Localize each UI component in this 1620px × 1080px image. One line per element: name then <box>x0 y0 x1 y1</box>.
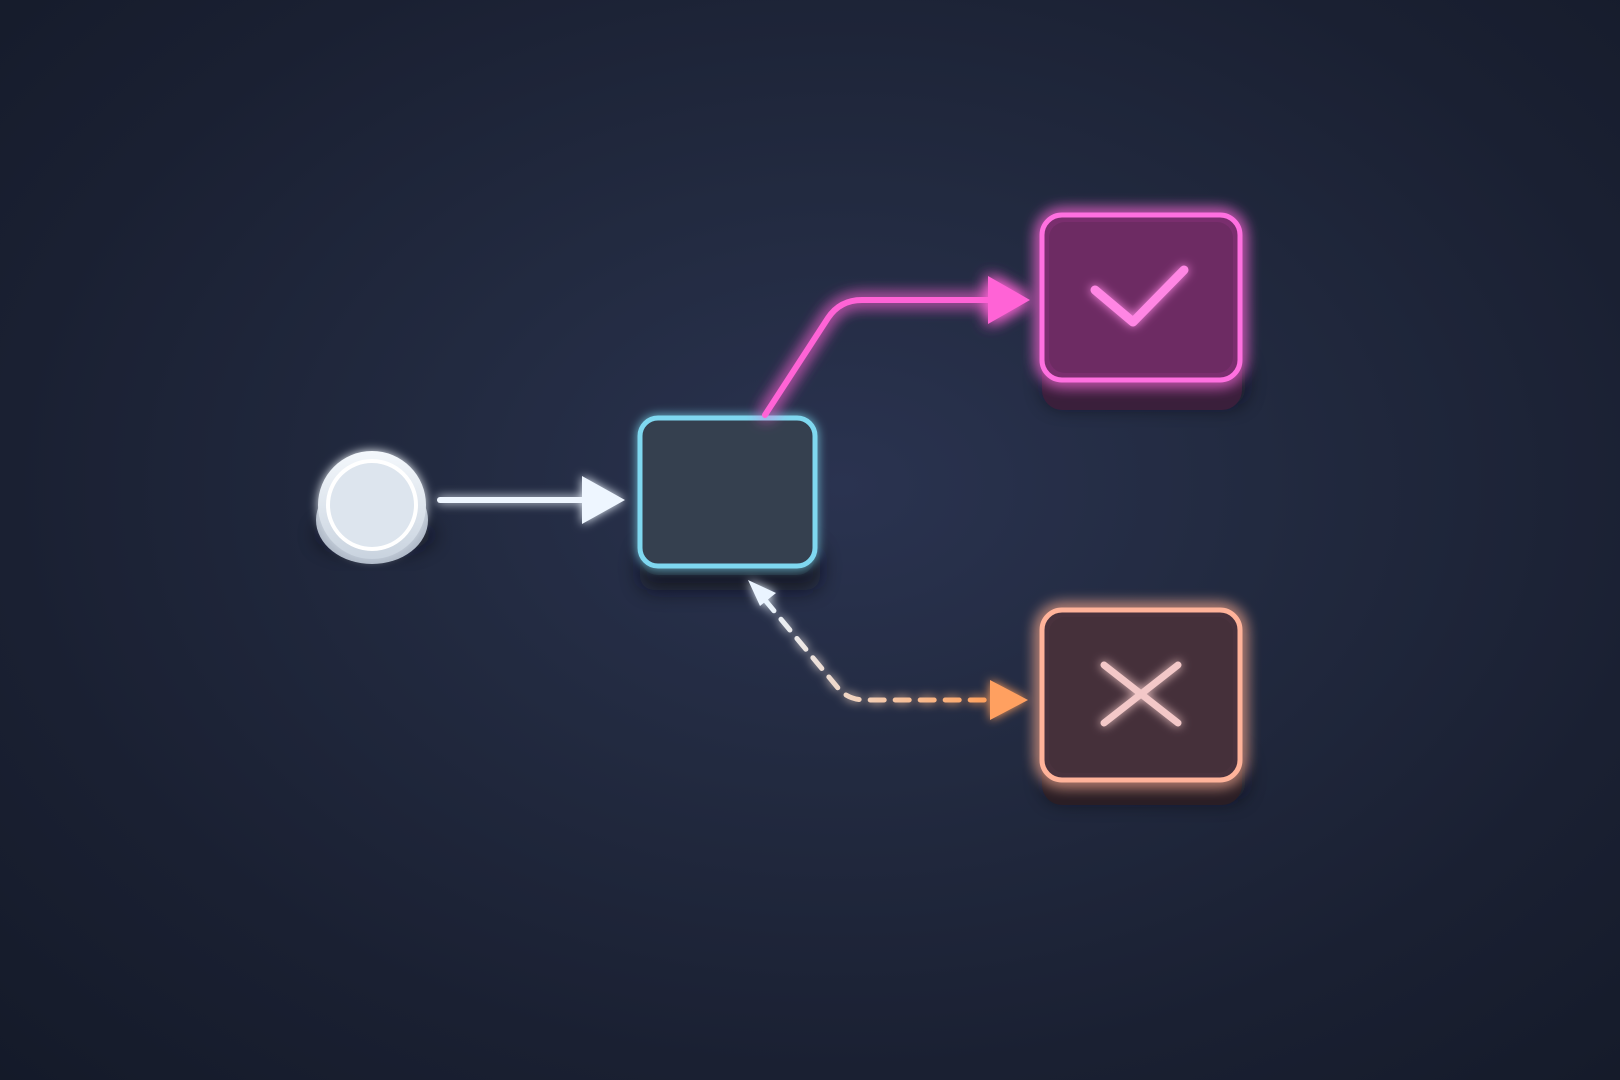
failure-node[interactable] <box>1039 607 1243 805</box>
process-node[interactable] <box>637 415 818 575</box>
check-icon <box>1090 265 1189 327</box>
edge-process-failure-dashed <box>748 580 1028 720</box>
x-icon <box>1100 661 1182 727</box>
edge-process-to-success <box>762 276 1030 418</box>
success-node[interactable] <box>1039 212 1243 410</box>
edge-start-to-process <box>437 476 625 524</box>
start-node[interactable] <box>316 451 428 564</box>
